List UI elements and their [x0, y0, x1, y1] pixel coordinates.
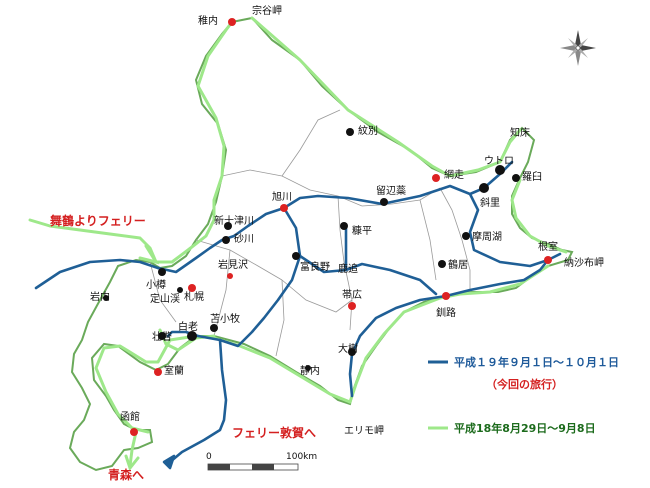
label-mashuko: 摩周湖 — [472, 232, 502, 243]
label-obihiro: 帯広 — [342, 290, 362, 301]
annotation-maizuru-ferry: 舞鶴よりフェリー — [50, 214, 146, 228]
marker-tomakomai — [210, 324, 218, 332]
marker-shintotsukawa — [224, 222, 232, 230]
marker-shiraoi — [187, 331, 197, 341]
label-nemuro: 根室 — [538, 242, 558, 253]
label-erimo: エリモ岬 — [344, 426, 384, 437]
label-otaru: 小樽 — [146, 280, 166, 291]
marker-tsurui — [438, 260, 446, 268]
marker-jozankei — [177, 287, 183, 293]
marker-iwamizawa — [227, 273, 233, 279]
label-sapporo: 札幌 — [184, 292, 204, 303]
label-abashiri: 網走 — [444, 170, 464, 181]
label-wakkanai: 稚内 — [198, 16, 218, 27]
label-shiretoko: 知床 — [510, 128, 530, 139]
annotation-to-aomori: 青森へ — [108, 468, 145, 482]
label-nosappu: 納沙布岬 — [564, 258, 604, 269]
label-iwamizawa: 岩見沢 — [218, 260, 248, 271]
city-markers-black — [103, 128, 520, 371]
label-tsurui: 鶴居 — [448, 260, 468, 271]
marker-sunagawa — [222, 236, 230, 244]
label-rausu: 羅臼 — [522, 172, 542, 183]
marker-rubeshibe — [380, 198, 388, 206]
annotation-tsuruga-ferry: フェリー敦賀へ — [232, 426, 317, 440]
marker-wakkanai — [228, 18, 236, 26]
label-monbetsu: 紋別 — [358, 126, 378, 137]
label-hakodate: 函館 — [120, 412, 140, 423]
label-shizunai: 静内 — [300, 366, 320, 377]
label-nukabira: 糠平 — [352, 226, 372, 237]
marker-taiki — [348, 348, 356, 356]
marker-shari — [479, 183, 489, 193]
marker-date — [158, 332, 166, 340]
marker-iwanai — [103, 295, 109, 301]
label-iwanai: 岩内 — [90, 292, 110, 303]
scale-bar — [207, 463, 299, 471]
marker-monbetsu — [346, 128, 354, 136]
marker-sapporo — [188, 284, 196, 292]
label-rubeshibe: 留辺蘂 — [376, 186, 406, 197]
marker-utoro — [495, 165, 505, 175]
label-utoro: ウトロ — [484, 156, 514, 167]
label-taiki: 大樹 — [338, 344, 358, 355]
marker-kushiro — [442, 292, 450, 300]
marker-nukabira — [340, 222, 348, 230]
marker-muroran — [154, 368, 162, 376]
label-muroran: 室蘭 — [164, 366, 184, 377]
marker-otaru — [158, 268, 166, 276]
legend-blue-label: 平成１９年９月１日～１０月１日 — [454, 356, 619, 369]
label-shiraoi: 白老 — [178, 322, 198, 333]
marker-nemuro — [544, 256, 552, 264]
scale-zero: 0 — [206, 452, 212, 462]
marker-mashuko — [462, 232, 470, 240]
label-shintotsukawa: 新十津川 — [214, 216, 254, 227]
marker-shizunai — [305, 365, 311, 371]
legend-green-label: 平成18年8月29日～9月8日 — [454, 422, 596, 435]
label-shikaoi: 鹿追 — [338, 264, 358, 275]
marker-rausu — [512, 174, 520, 182]
green-route-2006 — [28, 16, 568, 468]
marker-abashiri — [432, 174, 440, 182]
marker-obihiro — [348, 302, 356, 310]
label-sunagawa: 砂川 — [234, 234, 254, 245]
label-tomakomai: 苫小牧 — [210, 314, 240, 325]
label-date: 壮瞥 — [152, 332, 172, 343]
scale-hundred: 100km — [286, 452, 318, 462]
legend-blue-sub: （今回の旅行） — [486, 378, 563, 391]
label-jozankei: 定山渓 — [150, 294, 180, 305]
marker-hakodate — [130, 428, 138, 436]
label-furano: 富良野 — [300, 262, 330, 273]
label-asahikawa: 旭川 — [272, 192, 292, 203]
green-arrows — [124, 244, 160, 472]
label-kushiro: 釧路 — [436, 308, 456, 319]
label-shari: 斜里 — [480, 198, 500, 209]
city-markers-red — [130, 18, 552, 436]
compass-rose-icon — [560, 30, 596, 66]
marker-asahikawa — [280, 204, 288, 212]
marker-furano — [292, 252, 300, 260]
label-soya-misaki: 宗谷岬 — [252, 6, 282, 17]
